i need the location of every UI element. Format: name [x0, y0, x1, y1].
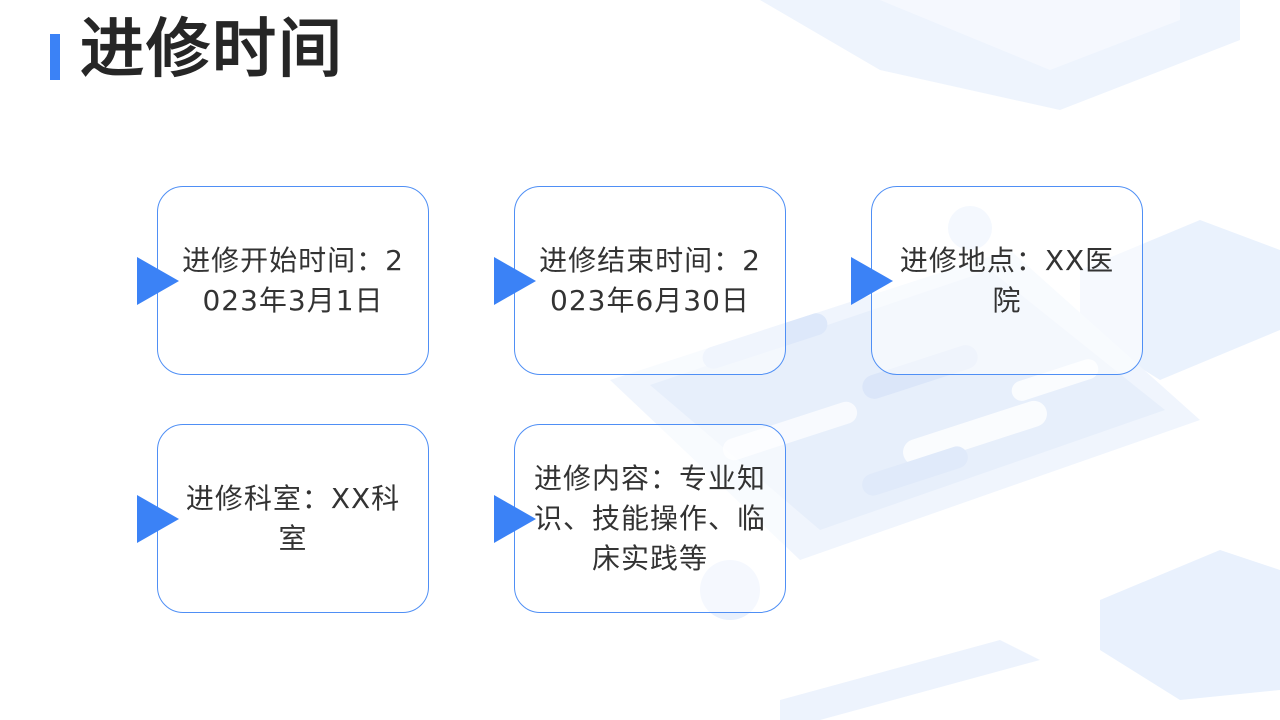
info-card-content: 进修内容：专业知识、技能操作、临床实践等 — [514, 424, 786, 613]
info-card-end-time: 进修结束时间：2023年6月30日 — [514, 186, 786, 375]
title-accent-bar — [50, 34, 60, 80]
card-text: 进修结束时间：2023年6月30日 — [539, 243, 761, 317]
triangle-right-icon — [137, 257, 179, 305]
card-text: 进修地点：XX医院 — [899, 243, 1115, 317]
triangle-right-icon — [494, 257, 536, 305]
info-card-department: 进修科室：XX科室 — [157, 424, 429, 613]
triangle-right-icon — [494, 495, 536, 543]
card-text: 进修内容：专业知识、技能操作、临床实践等 — [533, 461, 766, 575]
card-text: 进修科室：XX科室 — [185, 481, 401, 555]
triangle-right-icon — [851, 257, 893, 305]
triangle-right-icon — [137, 495, 179, 543]
info-card-location: 进修地点：XX医院 — [871, 186, 1143, 375]
page-title: 进修时间 — [80, 13, 344, 87]
info-card-start-time: 进修开始时间：2023年3月1日 — [157, 186, 429, 375]
card-text: 进修开始时间：2023年3月1日 — [182, 243, 404, 317]
